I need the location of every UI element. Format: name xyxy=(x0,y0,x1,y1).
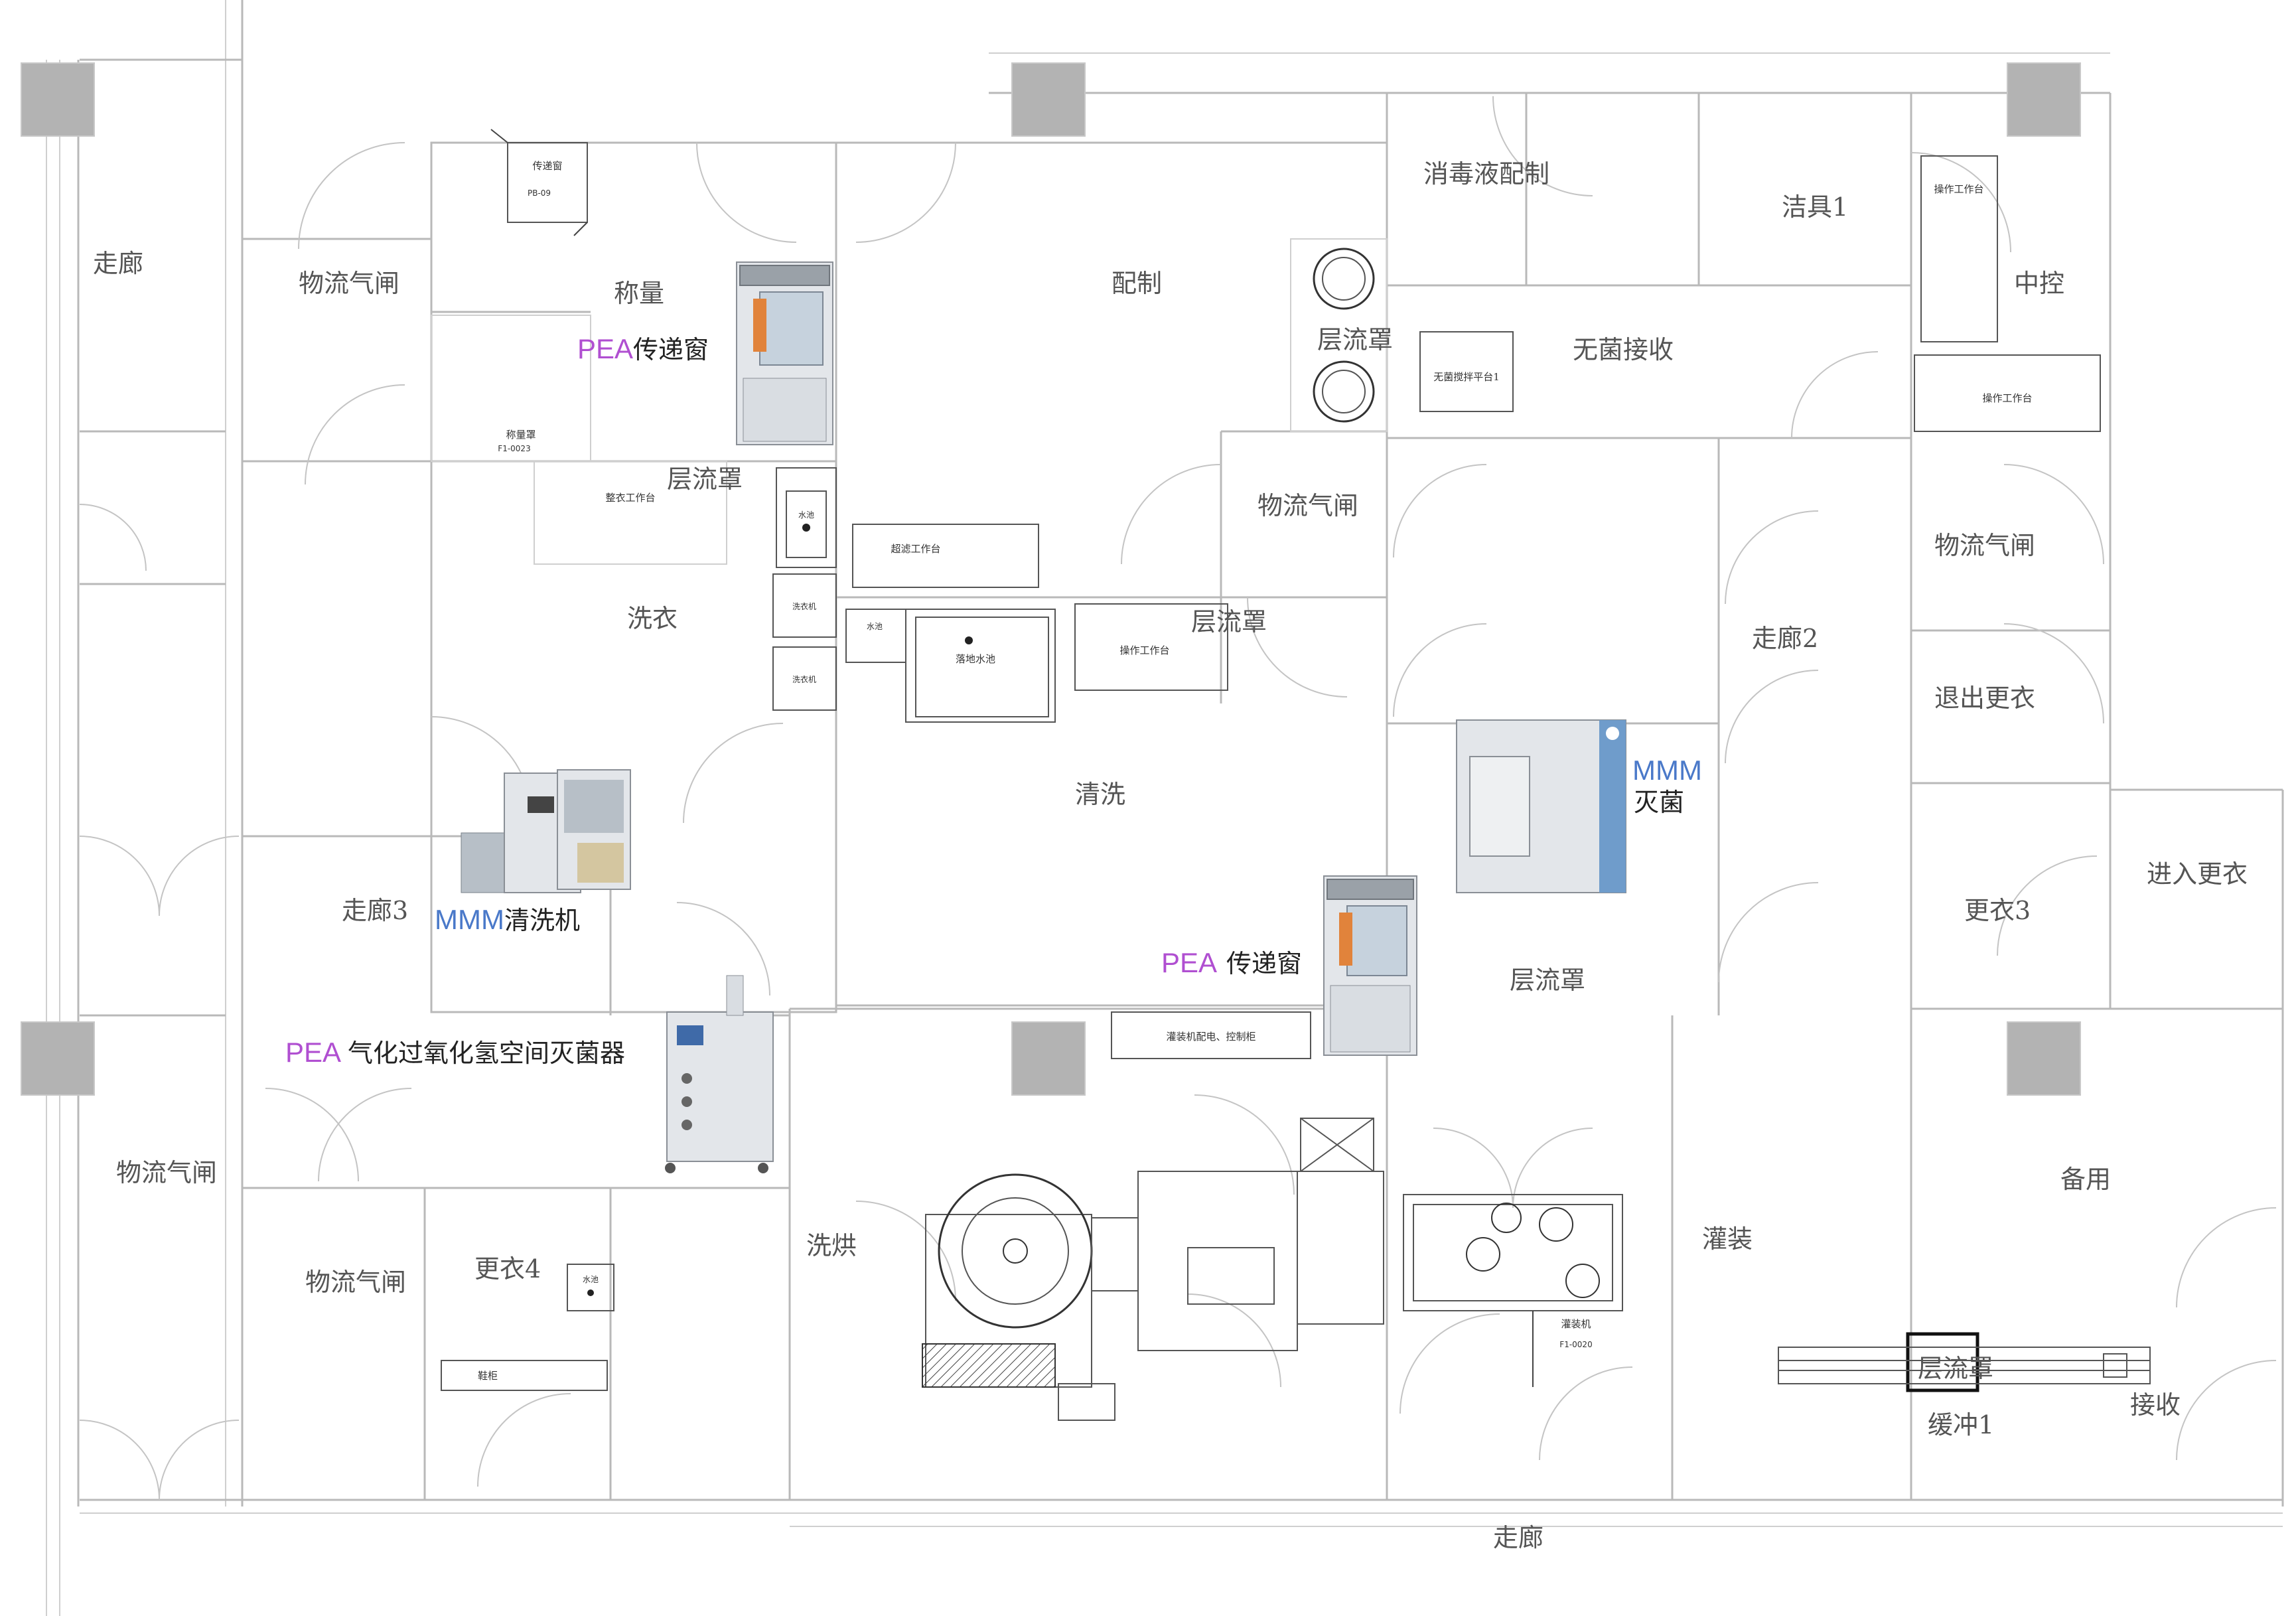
pea-pass-box-2-label: PEA 传递窗 xyxy=(1161,947,1302,978)
floor-sink-label: 落地水池 xyxy=(956,653,995,665)
pea-pass-box-1-brand: PEA xyxy=(577,333,633,364)
pass-window-code: PB-09 xyxy=(528,188,551,198)
mmm-washer-brand: MMM xyxy=(435,904,504,935)
laminar-flow-units xyxy=(1290,238,1388,432)
room-receiving: 接收 xyxy=(2130,1390,2181,1420)
pea-h2o2-brand: PEA xyxy=(285,1037,341,1068)
sink-2-label: 水池 xyxy=(867,622,883,631)
filling-machine: 灌装机 F1-0020 xyxy=(1403,1194,1623,1387)
columns xyxy=(21,62,2081,1096)
room-corridor-2: 走廊2 xyxy=(1752,624,1818,653)
work-bench-1-label: 操作工作台 xyxy=(1119,644,1169,656)
filter-bench-label: 超滤工作台 xyxy=(891,543,940,555)
wash-dry-machine xyxy=(922,1118,1384,1421)
sink-3-label: 水池 xyxy=(583,1275,599,1284)
work-bench-3-label: 操作工作台 xyxy=(1982,392,2032,404)
room-wash-dry: 洗烘 xyxy=(806,1231,857,1260)
mmm-washer xyxy=(461,769,631,893)
pass-window-label: 传递窗 xyxy=(532,160,562,172)
room-cleaning: 清洗 xyxy=(1075,780,1125,809)
room-aseptic-receiving: 无菌接收 xyxy=(1573,335,1674,364)
room-labels: 走廊 物流气闸 称量 配制 消毒液配制 洁具1 中控 无菌接收 层流罩 层流罩 … xyxy=(93,159,2248,1552)
washer-1-label: 洗衣机 xyxy=(792,601,816,611)
aseptic-mixing-label: 无菌搅拌平台1 xyxy=(1433,371,1500,383)
room-laminar-flow-3: 层流罩 xyxy=(1191,607,1267,636)
room-laminar-flow-2: 层流罩 xyxy=(667,465,743,494)
filling-machine-code: F1-0020 xyxy=(1559,1340,1592,1349)
pea-pass-box-2 xyxy=(1323,875,1417,1056)
clothes-bench-label: 整衣工作台 xyxy=(605,492,655,504)
washer-2-label: 洗衣机 xyxy=(792,674,816,684)
pea-h2o2-sterilizer xyxy=(665,975,774,1173)
furniture: 传递窗 PB-09 称量罩 F1-0023 整衣工作台 水池 洗衣机 洗衣机 超… xyxy=(431,129,2151,1392)
room-disinfectant-prep: 消毒液配制 xyxy=(1423,159,1549,188)
room-filling: 灌装 xyxy=(1702,1224,1753,1254)
pea-pass-box-1-name: 传递窗 xyxy=(633,335,709,364)
pea-h2o2-name: 气化过氧化氢空间灭菌器 xyxy=(348,1039,625,1068)
room-airlock-4: 物流气闸 xyxy=(116,1158,217,1187)
room-preparation: 配制 xyxy=(1112,269,1162,298)
room-corridor-3: 走廊3 xyxy=(342,896,408,925)
room-airlock-1: 物流气闸 xyxy=(299,269,399,298)
filling-machine-label: 灌装机 xyxy=(1561,1318,1591,1330)
room-laminar-flow-1: 层流罩 xyxy=(1317,325,1393,354)
sink-1-label: 水池 xyxy=(798,510,814,520)
room-central-control: 中控 xyxy=(2014,269,2064,298)
room-exit-changing: 退出更衣 xyxy=(1934,684,2035,713)
room-cleaning-tools: 洁具1 xyxy=(1782,192,1848,222)
pea-pass-box-2-brand: PEA xyxy=(1161,947,1217,978)
pea-pass-box-1-label: PEA传递窗 xyxy=(577,333,709,364)
mmm-washer-name: 清洗机 xyxy=(504,906,580,935)
mmm-sterilizer-name: 灭菌 xyxy=(1634,788,1684,817)
mmm-sterilizer xyxy=(1456,719,1626,893)
weighing-hood-code: F1-0023 xyxy=(498,444,530,453)
room-changing-3: 更衣3 xyxy=(1964,896,2031,925)
pass-window: 传递窗 PB-09 xyxy=(490,129,588,236)
mmm-washer-label: MMM清洗机 xyxy=(435,904,580,935)
filling-panel-label: 灌装机配电、控制柜 xyxy=(1166,1031,1256,1043)
room-buffer-1: 缓冲1 xyxy=(1928,1410,1994,1439)
pea-pass-box-1 xyxy=(736,261,833,445)
room-laminar-flow-5: 层流罩 xyxy=(1918,1354,1993,1383)
room-airlock-3: 物流气闸 xyxy=(1934,531,2035,560)
room-changing-4: 更衣4 xyxy=(474,1254,541,1284)
weighing-hood-label: 称量罩 xyxy=(506,429,536,441)
room-airlock-5: 物流气闸 xyxy=(305,1268,406,1297)
room-corridor-top-left: 走廊 xyxy=(93,249,143,278)
work-bench-2-label: 操作工作台 xyxy=(1934,183,1983,195)
mmm-sterilizer-brand: MMM xyxy=(1632,755,1702,786)
room-laundry: 洗衣 xyxy=(627,604,678,633)
room-entry-changing: 进入更衣 xyxy=(2147,859,2248,889)
shoe-cabinet-label: 鞋柜 xyxy=(478,1370,498,1382)
room-airlock-2: 物流气闸 xyxy=(1257,491,1358,520)
room-corridor-bottom: 走廊 xyxy=(1493,1523,1543,1552)
room-laminar-flow-4: 层流罩 xyxy=(1510,966,1585,995)
room-spare: 备用 xyxy=(2060,1165,2111,1194)
doors xyxy=(79,96,2277,1501)
room-weighing: 称量 xyxy=(614,279,664,308)
pea-pass-box-2-name: 传递窗 xyxy=(1226,949,1302,978)
